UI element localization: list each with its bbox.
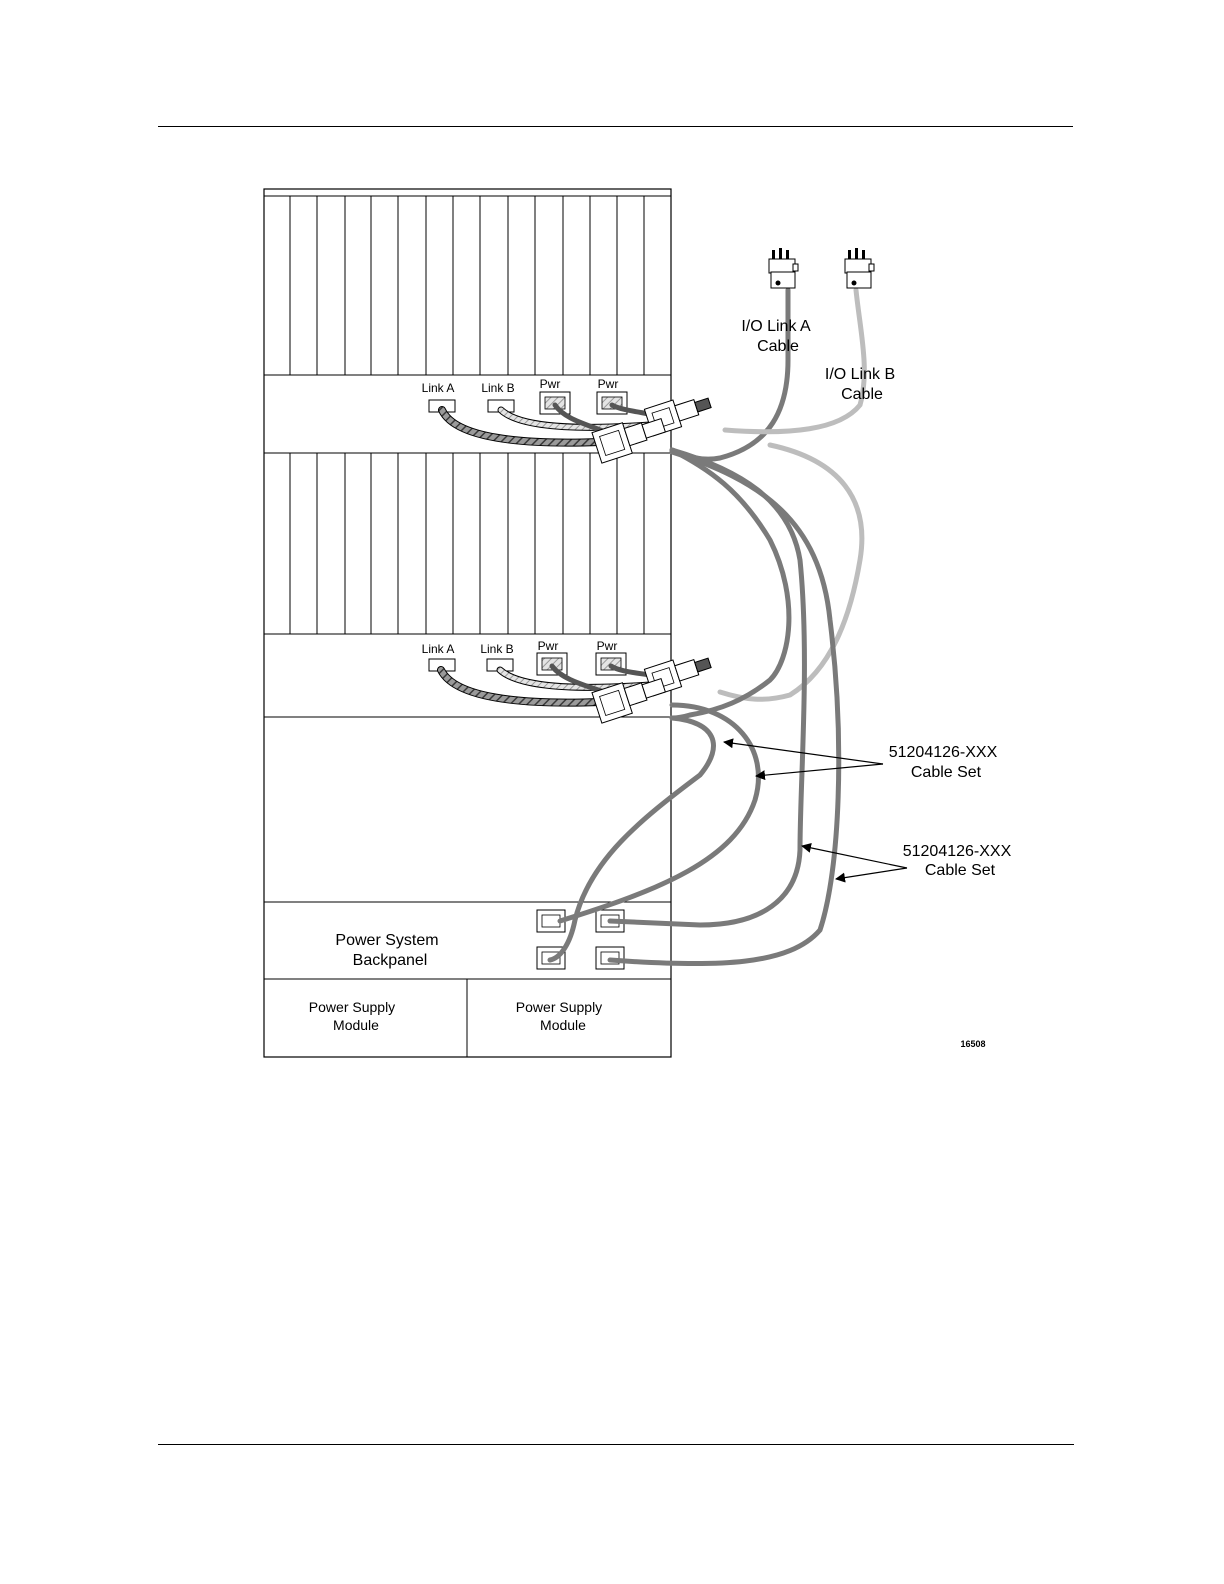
cable-set-1-label-line-2: Cable Set: [911, 764, 982, 781]
lower-label-pwr-2: Pwr: [597, 639, 618, 653]
io-link-a-connector-icon: [769, 248, 798, 288]
backpanel-label-line-1: Power System: [335, 932, 438, 949]
cable-set-2-label-line-1: 51204126-XXX: [903, 843, 1012, 860]
lower-label-link-b: Link B: [480, 642, 513, 656]
power-supply-1-label-line-1: Power Supply: [309, 999, 395, 1015]
io-link-b-label-line-1: I/O Link B: [825, 366, 895, 383]
lower-label-pwr-1: Pwr: [538, 639, 559, 653]
lower-label-link-a: Link A: [422, 642, 455, 656]
upper-label-pwr-1: Pwr: [540, 377, 561, 391]
power-supply-2-label-line-2: Module: [540, 1017, 586, 1033]
io-link-a-label-line-1: I/O Link A: [741, 318, 811, 335]
cable-set-1-label-line-1: 51204126-XXX: [889, 744, 998, 761]
io-link-b-connector-icon: [845, 248, 874, 288]
cable-set-2-arrows: [802, 846, 907, 879]
backpanel-label-line-2: Backpanel: [353, 952, 428, 969]
upper-label-pwr-2: Pwr: [598, 377, 619, 391]
cable-set-2-label-line-2: Cable Set: [925, 862, 996, 879]
power-supply-1-label-line-2: Module: [333, 1017, 379, 1033]
io-link-b-label-line-2: Cable: [841, 386, 883, 403]
figure-id: 16508: [960, 1039, 985, 1049]
upper-label-link-a: Link A: [422, 381, 455, 395]
io-link-a-label-line-2: Cable: [757, 338, 799, 355]
upper-label-link-b: Link B: [481, 381, 514, 395]
power-supply-2-label-line-1: Power Supply: [516, 999, 602, 1015]
